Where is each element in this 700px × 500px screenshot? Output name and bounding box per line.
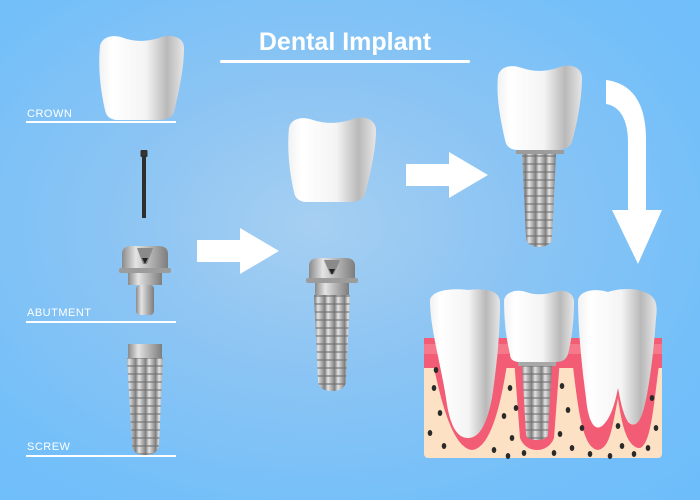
abutment-label-line: [26, 321, 176, 323]
screw-component-icon: [127, 344, 163, 455]
arrow-right-icon: [197, 228, 279, 274]
assembled-implant-icon: [497, 65, 582, 247]
title-underline: [220, 60, 470, 63]
arrow-curved-down-icon: [606, 80, 662, 264]
screw-label-line: [26, 455, 176, 457]
crown-floating-icon: [288, 117, 376, 202]
crown-label-line: [26, 121, 176, 123]
implant-in-jaw-icon: [424, 289, 662, 459]
abutment-screw-assembly-icon: [306, 258, 358, 391]
abutment-component-icon: [119, 246, 171, 315]
crown-label: CROWN: [27, 108, 73, 120]
crown-component-icon: [99, 36, 184, 120]
diagram-title: Dental Implant: [258, 28, 432, 56]
abutment-label: ABUTMENT: [27, 307, 92, 319]
screw-label: SCREW: [27, 441, 71, 453]
bone-dots: [427, 367, 659, 459]
arrow-right-icon: [406, 152, 488, 198]
fixing-pin-icon: [140, 150, 148, 218]
